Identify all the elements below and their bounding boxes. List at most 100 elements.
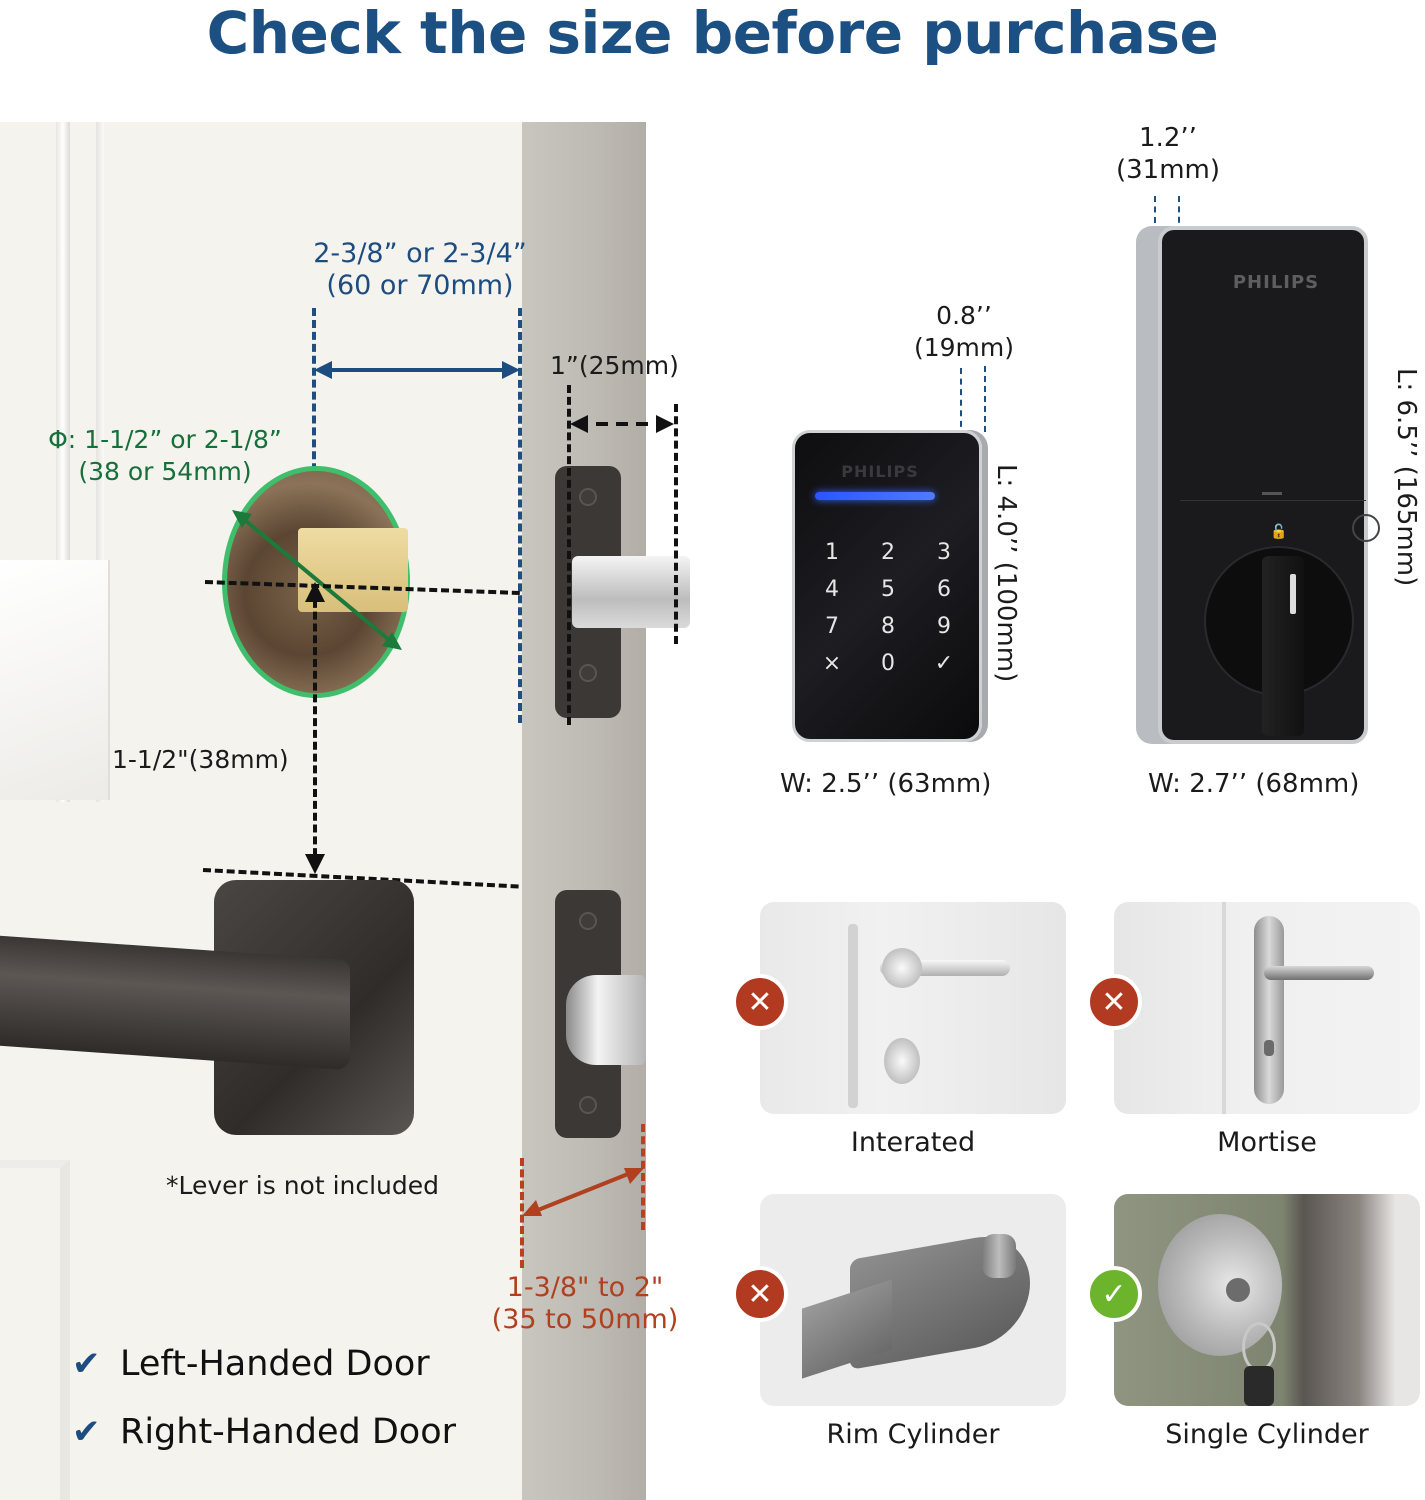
single-cylinder-keyway: [1226, 1278, 1250, 1302]
backset-arrow-icon: [314, 361, 520, 379]
bore-to-lever-guide: [313, 588, 317, 868]
screw-icon: [579, 488, 597, 506]
interated-thumbturn: [884, 1038, 920, 1084]
keypad-key: 5: [881, 577, 895, 602]
not-compatible-x-icon: ✕: [1086, 974, 1142, 1030]
door-inset-panel: [0, 560, 110, 800]
lock-type-label: Mortise: [1217, 1127, 1317, 1158]
key-ring: [1242, 1322, 1276, 1372]
backset-label: 2-3/8” or 2-3/4” (60 or 70mm): [290, 238, 550, 302]
door-edge: [522, 122, 646, 1500]
exterior-keypad: [792, 430, 982, 742]
keypad-keys: 1 2 3 4 5 6 7 8 9 × 0 ✓: [804, 540, 972, 676]
handedness-label: Left-Handed Door: [120, 1344, 430, 1384]
keypad-brand-logo: PHILIPS: [841, 462, 919, 481]
lock-type-label: Single Cylinder: [1165, 1419, 1369, 1450]
deadbolt-bolt: [572, 556, 690, 628]
not-compatible-x-icon: ✕: [732, 1266, 788, 1322]
keypad-depth-guide: [960, 368, 962, 448]
interior-length-label: L: 6.5’’ (165mm): [1391, 368, 1421, 587]
keypad-key: 8: [881, 614, 895, 639]
unlock-icon: 🔓: [1270, 524, 1288, 540]
lock-type-card-interated: [760, 902, 1066, 1114]
handedness-item-right: ✔ Right-Handed Door: [72, 1398, 456, 1466]
lever-note: *Lever is not included: [166, 1171, 440, 1200]
keypad-key: 9: [937, 614, 951, 639]
mortise-keyhole: [1264, 1040, 1274, 1056]
lock-type-label: Interated: [850, 1127, 976, 1158]
interior-brand-logo: PHILIPS: [1232, 272, 1320, 293]
interior-depth-label: 1.2’’ (31mm): [1110, 122, 1226, 186]
keypad-key: 3: [937, 540, 951, 565]
latch-tongue: [566, 975, 646, 1065]
bolt-throw-label: 1”(25mm): [550, 351, 679, 380]
door-panel: [0, 122, 525, 1500]
button-icon: [1352, 514, 1380, 542]
keypad-depth-imperial: 0.8’’: [936, 301, 992, 330]
thumb-turn: [1262, 556, 1304, 736]
keypad-key-cancel: ×: [822, 651, 842, 676]
door-molding: [96, 122, 104, 802]
backset-imperial: 2-3/8” or 2-3/4”: [313, 238, 527, 269]
keypad-length-label: L: 4.0’’ (100mm): [991, 464, 1021, 683]
handedness-list: ✔ Left-Handed Door ✔ Right-Handed Door: [72, 1330, 456, 1466]
page-title: Check the size before purchase: [206, 0, 1219, 67]
checkmark-icon: ✔: [72, 1412, 101, 1452]
door-thickness-arrow-icon: [522, 1168, 644, 1216]
door-thickness-guide-left: [520, 1158, 524, 1268]
door-thickness-metric: (35 to 50mm): [491, 1304, 679, 1335]
bore-diameter-arrow-icon: [232, 510, 402, 650]
compatible-checkmark-icon: ✓: [1086, 1266, 1142, 1322]
keypad-width-label: W: 2.5’’ (63mm): [780, 769, 992, 799]
arrow-up-icon: [305, 582, 325, 602]
keypad-depth-guide: [984, 366, 986, 432]
checkmark-icon: ✔: [72, 1344, 101, 1384]
backset-metric: (60 or 70mm): [326, 270, 514, 301]
mortise-lever: [1264, 966, 1374, 980]
key-fob: [1244, 1366, 1274, 1406]
keypad-key: 0: [881, 651, 895, 676]
bolt-throw-arrow-icon: [570, 415, 674, 433]
door-thickness-guide-right: [641, 1124, 645, 1230]
bore-to-lever-label: 1-1/2"(38mm): [112, 745, 289, 774]
not-compatible-x-icon: ✕: [732, 974, 788, 1030]
backset-guide-right: [518, 308, 522, 723]
screw-icon: [579, 912, 597, 930]
lock-type-card-mortise: [1114, 902, 1420, 1114]
handedness-item-left: ✔ Left-Handed Door: [72, 1330, 456, 1398]
keypad-depth-label: 0.8’’ (19mm): [906, 300, 1022, 364]
bore-imperial: Φ: 1-1/2” or 2-1/8”: [48, 425, 282, 454]
screw-icon: [579, 1096, 597, 1114]
lock-type-label: Rim Cylinder: [826, 1419, 1000, 1450]
keypad-key: 7: [825, 614, 839, 639]
keypad-led-bar: [815, 492, 935, 500]
bolt-throw-guide-left: [567, 385, 571, 725]
thumb-turn-indicator: [1290, 574, 1296, 614]
interior-depth-metric: (31mm): [1115, 155, 1221, 185]
keypad-key: 4: [825, 577, 839, 602]
keypad-depth-metric: (19mm): [913, 333, 1015, 362]
keypad-key: 2: [881, 540, 895, 565]
interior-depth-guide: [1154, 196, 1156, 244]
keypad-key: 6: [937, 577, 951, 602]
lock-type-card-single-cylinder: [1114, 1194, 1420, 1406]
bolt-throw-guide-right: [674, 404, 678, 644]
mortise-door-edge: [1222, 902, 1226, 1114]
interated-rose: [882, 948, 922, 988]
rim-lock-knob: [982, 1234, 1016, 1278]
handedness-label: Right-Handed Door: [120, 1412, 457, 1452]
door-thickness-imperial: 1-3/8" to 2": [506, 1272, 664, 1303]
keypad-key: 1: [825, 540, 839, 565]
interated-lock-plate: [848, 924, 858, 1108]
mortise-backplate: [1254, 916, 1284, 1104]
interior-depth-guide: [1178, 196, 1180, 254]
bore-metric: (38 or 54mm): [78, 457, 252, 486]
interior-width-label: W: 2.7’’ (68mm): [1148, 769, 1360, 799]
door-thickness-label: 1-3/8" to 2" (35 to 50mm): [470, 1272, 700, 1336]
interior-indicator-slot: [1262, 492, 1282, 495]
door-lower-molding: [0, 1160, 70, 1500]
interior-depth-imperial: 1.2’’: [1139, 123, 1197, 153]
arrow-down-icon: [305, 854, 325, 874]
interior-divider: [1180, 500, 1366, 501]
screw-icon: [579, 664, 597, 682]
